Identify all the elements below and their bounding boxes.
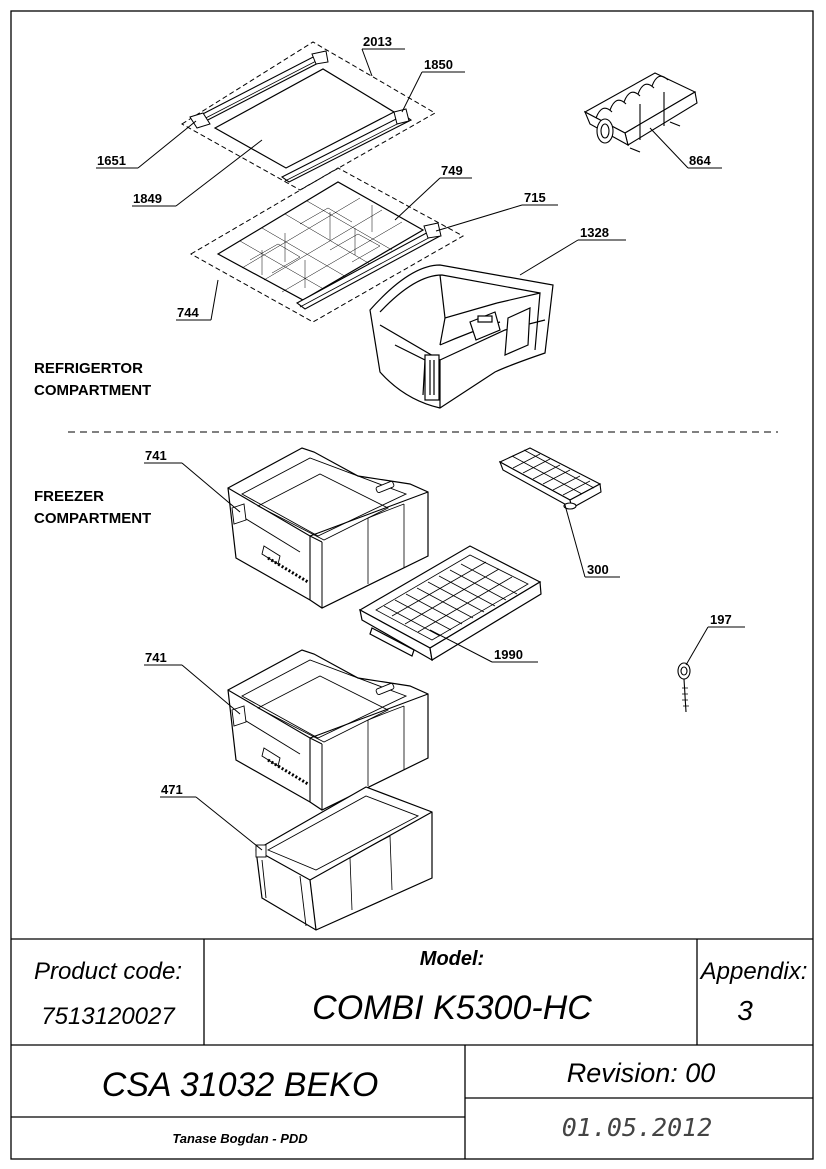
callout-864: 864 [689, 153, 711, 168]
section-freezer-line1: FREEZER [34, 488, 104, 505]
part-300-ice-tray [498, 447, 602, 510]
shelf-assembly-744-outline [189, 167, 465, 323]
part-1990-freezer-tray [358, 545, 542, 662]
callout-741-lower: 741 [145, 650, 167, 665]
callout-300: 300 [587, 562, 609, 577]
document-number: CSA 31032 BEKO [102, 1066, 379, 1104]
callout-744: 744 [177, 305, 199, 320]
part-1850-front-trim [280, 108, 413, 183]
callout-715: 715 [524, 190, 546, 205]
section-refrigerator-line1: REFRIGERTOR [34, 360, 143, 377]
appendix-label: Appendix: [699, 958, 808, 985]
section-freezer-line2: COMPARTMENT [34, 510, 151, 527]
part-741-freezer-drawer-lower [226, 648, 430, 812]
callout-197: 197 [710, 612, 732, 627]
part-864-bracket [583, 72, 698, 153]
drawing-frame [10, 10, 814, 1160]
freezer-callout-labels: 741 300 1990 197 741 471 [145, 448, 732, 797]
model-label: Model: [420, 948, 484, 970]
part-1651-rear-trim [189, 50, 329, 129]
title-block [11, 938, 813, 1159]
callout-2013: 2013 [363, 34, 392, 49]
callout-471: 471 [161, 782, 183, 797]
author: Tanase Bogdan - PDD [172, 1131, 308, 1146]
fridge-callout-labels: 2013 1850 1651 1849 749 715 864 1328 744 [97, 34, 711, 320]
section-refrigerator-line2: COMPARTMENT [34, 382, 151, 399]
date: 01.05.2012 [562, 1113, 713, 1142]
part-715-front-trim [295, 222, 442, 310]
callout-1849: 1849 [133, 191, 162, 206]
callout-749: 749 [441, 163, 463, 178]
callout-1990: 1990 [494, 647, 523, 662]
revision: Revision: 00 [567, 1058, 716, 1088]
freezer-leader-lines [144, 462, 745, 851]
part-197-key [677, 662, 691, 713]
product-code-value: 7513120027 [41, 1003, 176, 1030]
callout-1328: 1328 [580, 225, 609, 240]
fridge-leader-lines [96, 48, 722, 321]
callout-741-upper: 741 [145, 448, 167, 463]
part-741-freezer-drawer-upper [226, 446, 430, 610]
callout-1651: 1651 [97, 153, 126, 168]
product-code-label: Product code: [34, 958, 182, 985]
model-value: COMBI K5300-HC [312, 989, 592, 1027]
callout-1850: 1850 [424, 57, 453, 72]
appendix-value: 3 [737, 995, 753, 1026]
part-471-bottom-drawer [255, 786, 433, 931]
part-1849-glass-plate [213, 68, 396, 169]
shelf-assembly-2013-outline [181, 41, 437, 191]
part-749-patterned-glass [216, 181, 425, 301]
part-1328-crisper-drawer [369, 264, 554, 409]
